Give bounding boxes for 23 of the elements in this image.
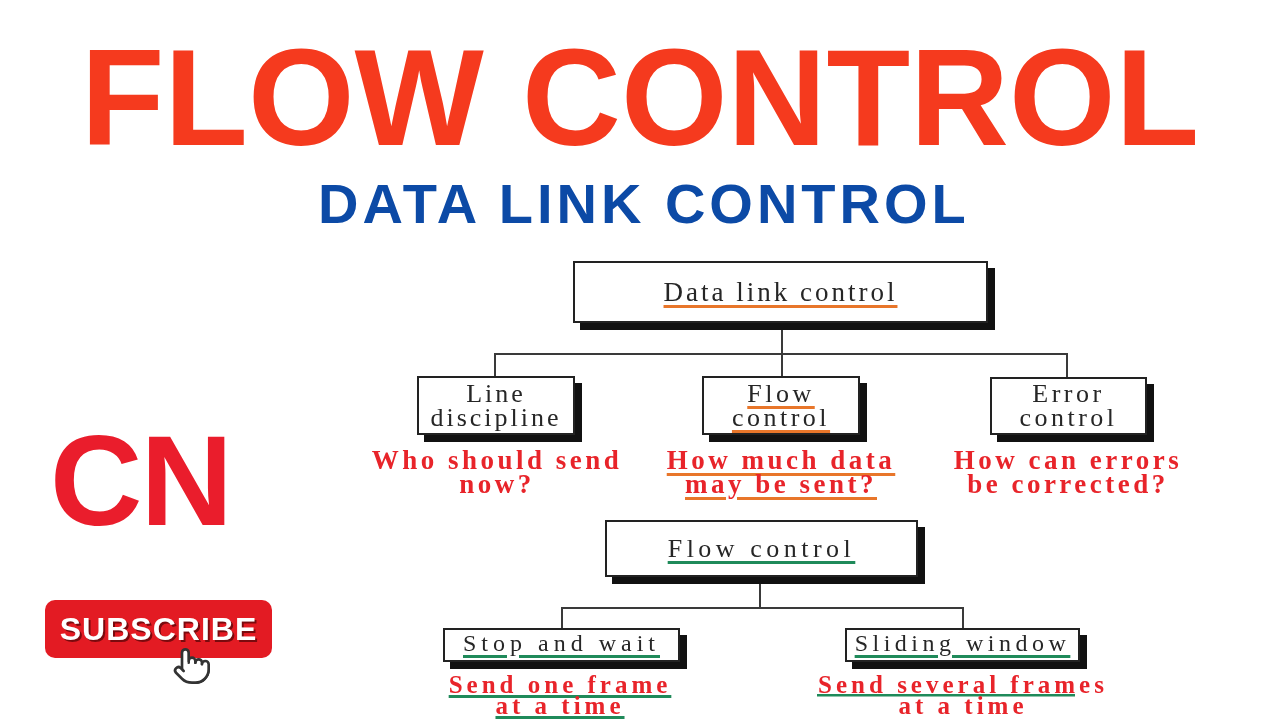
node-caption: Send one frame at a time [447, 674, 673, 716]
subscribe-button: SUBSCRIBE [45, 600, 272, 658]
connector-line [781, 329, 1068, 378]
node-label: Error control [1018, 382, 1119, 430]
node-label: Flow control [730, 381, 832, 430]
node-label: Sliding window [854, 630, 1071, 655]
subtitle: DATA LINK CONTROL [318, 176, 970, 232]
subject-abbreviation: CN [50, 417, 231, 545]
process-box [845, 628, 1087, 669]
node-label: Line discipline [429, 381, 563, 430]
node-caption: Who should send now? [370, 448, 624, 496]
process-box [443, 628, 687, 669]
title: FLOW CONTROL [79, 29, 1201, 166]
process-box [702, 376, 867, 442]
process-box [417, 376, 582, 442]
node-label: Flow control [667, 535, 856, 562]
process-box [605, 520, 925, 584]
node-label: Data link control [663, 278, 898, 306]
process-box [573, 261, 995, 330]
process-box [990, 377, 1154, 442]
node-caption: How can errors be corrected? [952, 448, 1184, 496]
connector-line [759, 583, 964, 629]
node-label: Stop and wait [463, 630, 660, 655]
